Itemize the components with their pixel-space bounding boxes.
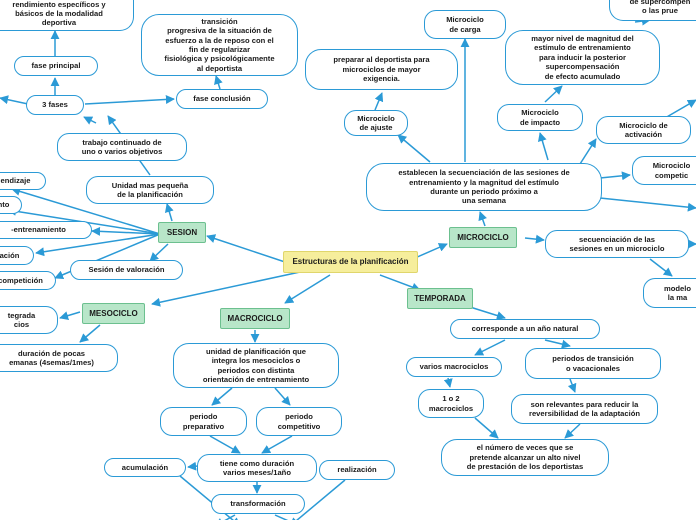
- connector: [414, 243, 448, 259]
- supercompensacion[interactable]: de supercompen o las prue: [609, 0, 696, 21]
- periodo-competitivo[interactable]: periodo competitivo: [256, 407, 342, 436]
- sesion-node[interactable]: SESION: [158, 222, 206, 243]
- microciclo-activacion[interactable]: Microciclo de activación: [596, 116, 691, 144]
- mesociclo-integrada[interactable]: tegrada cios: [0, 306, 58, 334]
- sesion-nto[interactable]: nto: [0, 196, 22, 214]
- microciclo-node[interactable]: MICROCICLO: [449, 227, 517, 248]
- connector: [274, 387, 291, 406]
- connector: [84, 94, 175, 105]
- reversibilidad[interactable]: son relevantes para reducir la reversibi…: [511, 394, 658, 424]
- connector: [564, 423, 581, 439]
- connector: [664, 99, 696, 119]
- temporada-node[interactable]: TEMPORADA: [407, 288, 473, 309]
- connector: [544, 339, 571, 349]
- microciclo-competicion[interactable]: Microciclo competic: [632, 156, 696, 185]
- connector: [209, 435, 241, 454]
- microciclo-ajuste[interactable]: Microciclo de ajuste: [344, 110, 408, 136]
- connector: [11, 187, 161, 235]
- sesion-unidad[interactable]: Unidad mas pequeña de la planificación: [86, 176, 214, 204]
- uno-o-dos-macrociclos[interactable]: 1 o 2 macrociclos: [418, 389, 484, 418]
- periodo-preparativo[interactable]: periodo preparativo: [160, 407, 247, 436]
- connector: [206, 234, 286, 263]
- sesion-competicion[interactable]: competición: [0, 271, 56, 290]
- connector: [164, 203, 174, 222]
- sesion-entrenamiento[interactable]: -entrenamiento: [0, 221, 92, 239]
- connector: [149, 243, 169, 262]
- connector: [478, 211, 487, 227]
- connector: [211, 387, 233, 406]
- connector: [524, 234, 545, 244]
- numero-picos[interactable]: el número de veces que se pretende alcan…: [441, 439, 609, 476]
- connector: [469, 306, 506, 320]
- microciclo-impacto[interactable]: Microciclo de impacto: [497, 104, 583, 131]
- fase-conclusion[interactable]: fase conclusión: [176, 89, 268, 109]
- sesion-valoracion[interactable]: Sesión de valoración: [70, 260, 183, 280]
- connector: [599, 197, 696, 212]
- connector: [214, 514, 236, 520]
- fase-principal[interactable]: fase principal: [14, 56, 98, 76]
- connector: [537, 132, 549, 161]
- periodos-transicion[interactable]: periodos de transición o vacacionales: [525, 348, 661, 379]
- acumulacion[interactable]: acumulación: [104, 458, 186, 477]
- connector: [567, 378, 577, 393]
- connector: [151, 271, 301, 307]
- connector: [397, 134, 431, 163]
- macrociclo-node[interactable]: MACROCICLO: [220, 308, 290, 329]
- connector: [261, 435, 293, 454]
- preparar-deportista[interactable]: preparar al deportista para microciclos …: [305, 49, 458, 90]
- connector: [443, 377, 453, 388]
- sesion-acion[interactable]: ación: [0, 246, 34, 265]
- mesociclo-duracion[interactable]: duración de pocas emanas (4semas/1mes): [0, 344, 118, 372]
- connector: [91, 226, 161, 236]
- connector: [289, 479, 346, 520]
- transformacion[interactable]: transformación: [211, 494, 305, 514]
- connector: [187, 461, 199, 471]
- connector: [599, 171, 631, 181]
- establecen-secuenciacion[interactable]: establecen la secuenciación de las sesio…: [366, 163, 602, 211]
- microciclo-carga[interactable]: Microciclo de carga: [424, 10, 506, 39]
- connector: [374, 92, 384, 111]
- macrociclo-unidad[interactable]: unidad de planificación que integra los …: [173, 343, 339, 388]
- transicion-progresiva[interactable]: transición progresiva de la situación de…: [141, 14, 298, 76]
- connector: [379, 274, 421, 292]
- mayor-nivel-magnitud[interactable]: mayor nivel de magnitud del estímulo de …: [505, 30, 660, 85]
- connector: [59, 311, 81, 320]
- root-node[interactable]: Estructuras de la planificación: [283, 251, 418, 273]
- sesion-aprendizaje[interactable]: endizaje: [0, 172, 46, 190]
- connector: [544, 85, 563, 103]
- trabajo-continuado[interactable]: trabajo continuado de uno o varios objet…: [57, 133, 187, 161]
- connector: [179, 475, 241, 520]
- macrociclo-duracion[interactable]: tiene como duración varios meses/1año: [197, 454, 317, 482]
- secuenciacion-sesiones[interactable]: secuenciación de las sesiones en un micr…: [545, 230, 689, 258]
- tres-fases[interactable]: 3 fases: [26, 95, 84, 115]
- connector: [579, 138, 597, 165]
- modelo[interactable]: modelo la ma: [643, 278, 696, 308]
- varios-macrociclos[interactable]: varios macrociclos: [406, 357, 502, 377]
- connector: [649, 258, 673, 277]
- connector: [79, 324, 101, 343]
- mesociclo-node[interactable]: MESOCICLO: [82, 303, 145, 324]
- connector: [474, 339, 506, 356]
- ano-natural[interactable]: corresponde a un año natural: [450, 319, 600, 339]
- connector: [0, 95, 29, 105]
- connector: [284, 274, 331, 304]
- connector: [214, 75, 223, 90]
- connector: [274, 514, 301, 520]
- connector: [35, 233, 161, 257]
- connector: [83, 116, 97, 125]
- connector: [474, 417, 499, 439]
- desarrollo-factores[interactable]: esarrollo de los factores de rendimiento…: [0, 0, 134, 31]
- realizacion[interactable]: realización: [319, 460, 395, 480]
